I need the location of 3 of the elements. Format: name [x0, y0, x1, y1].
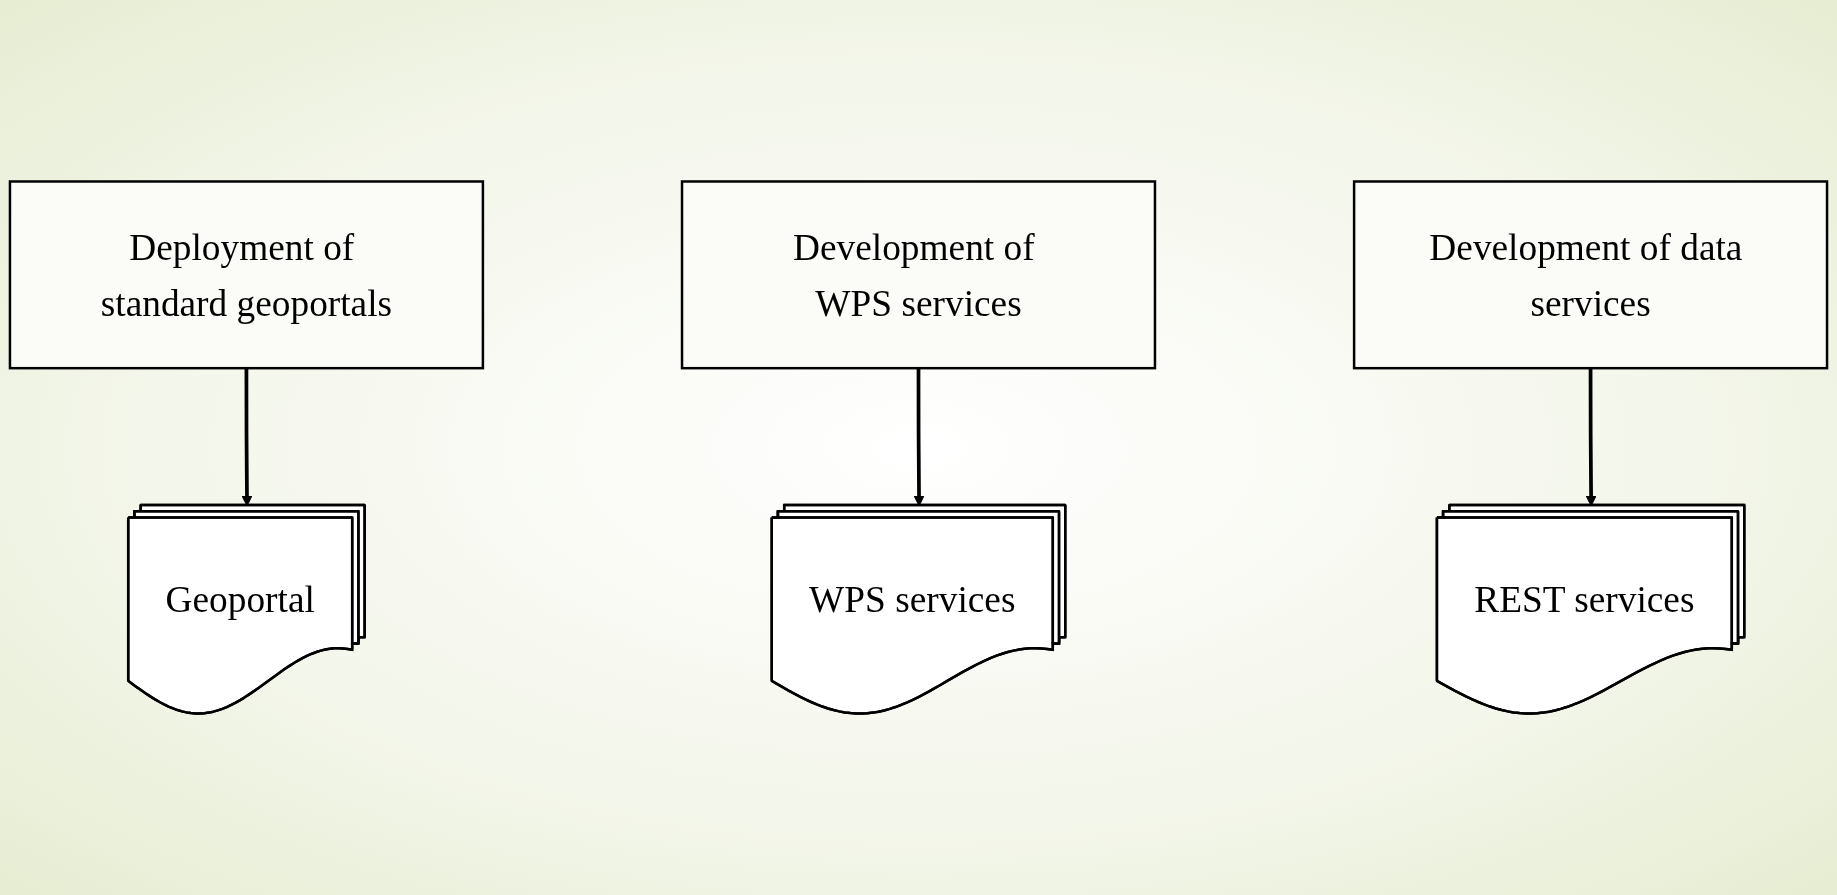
node-box: Development of WPS services: [680, 180, 1157, 370]
node-box: Development of data services: [1352, 180, 1829, 370]
node-box: Deployment of standard geoportals: [8, 180, 485, 370]
